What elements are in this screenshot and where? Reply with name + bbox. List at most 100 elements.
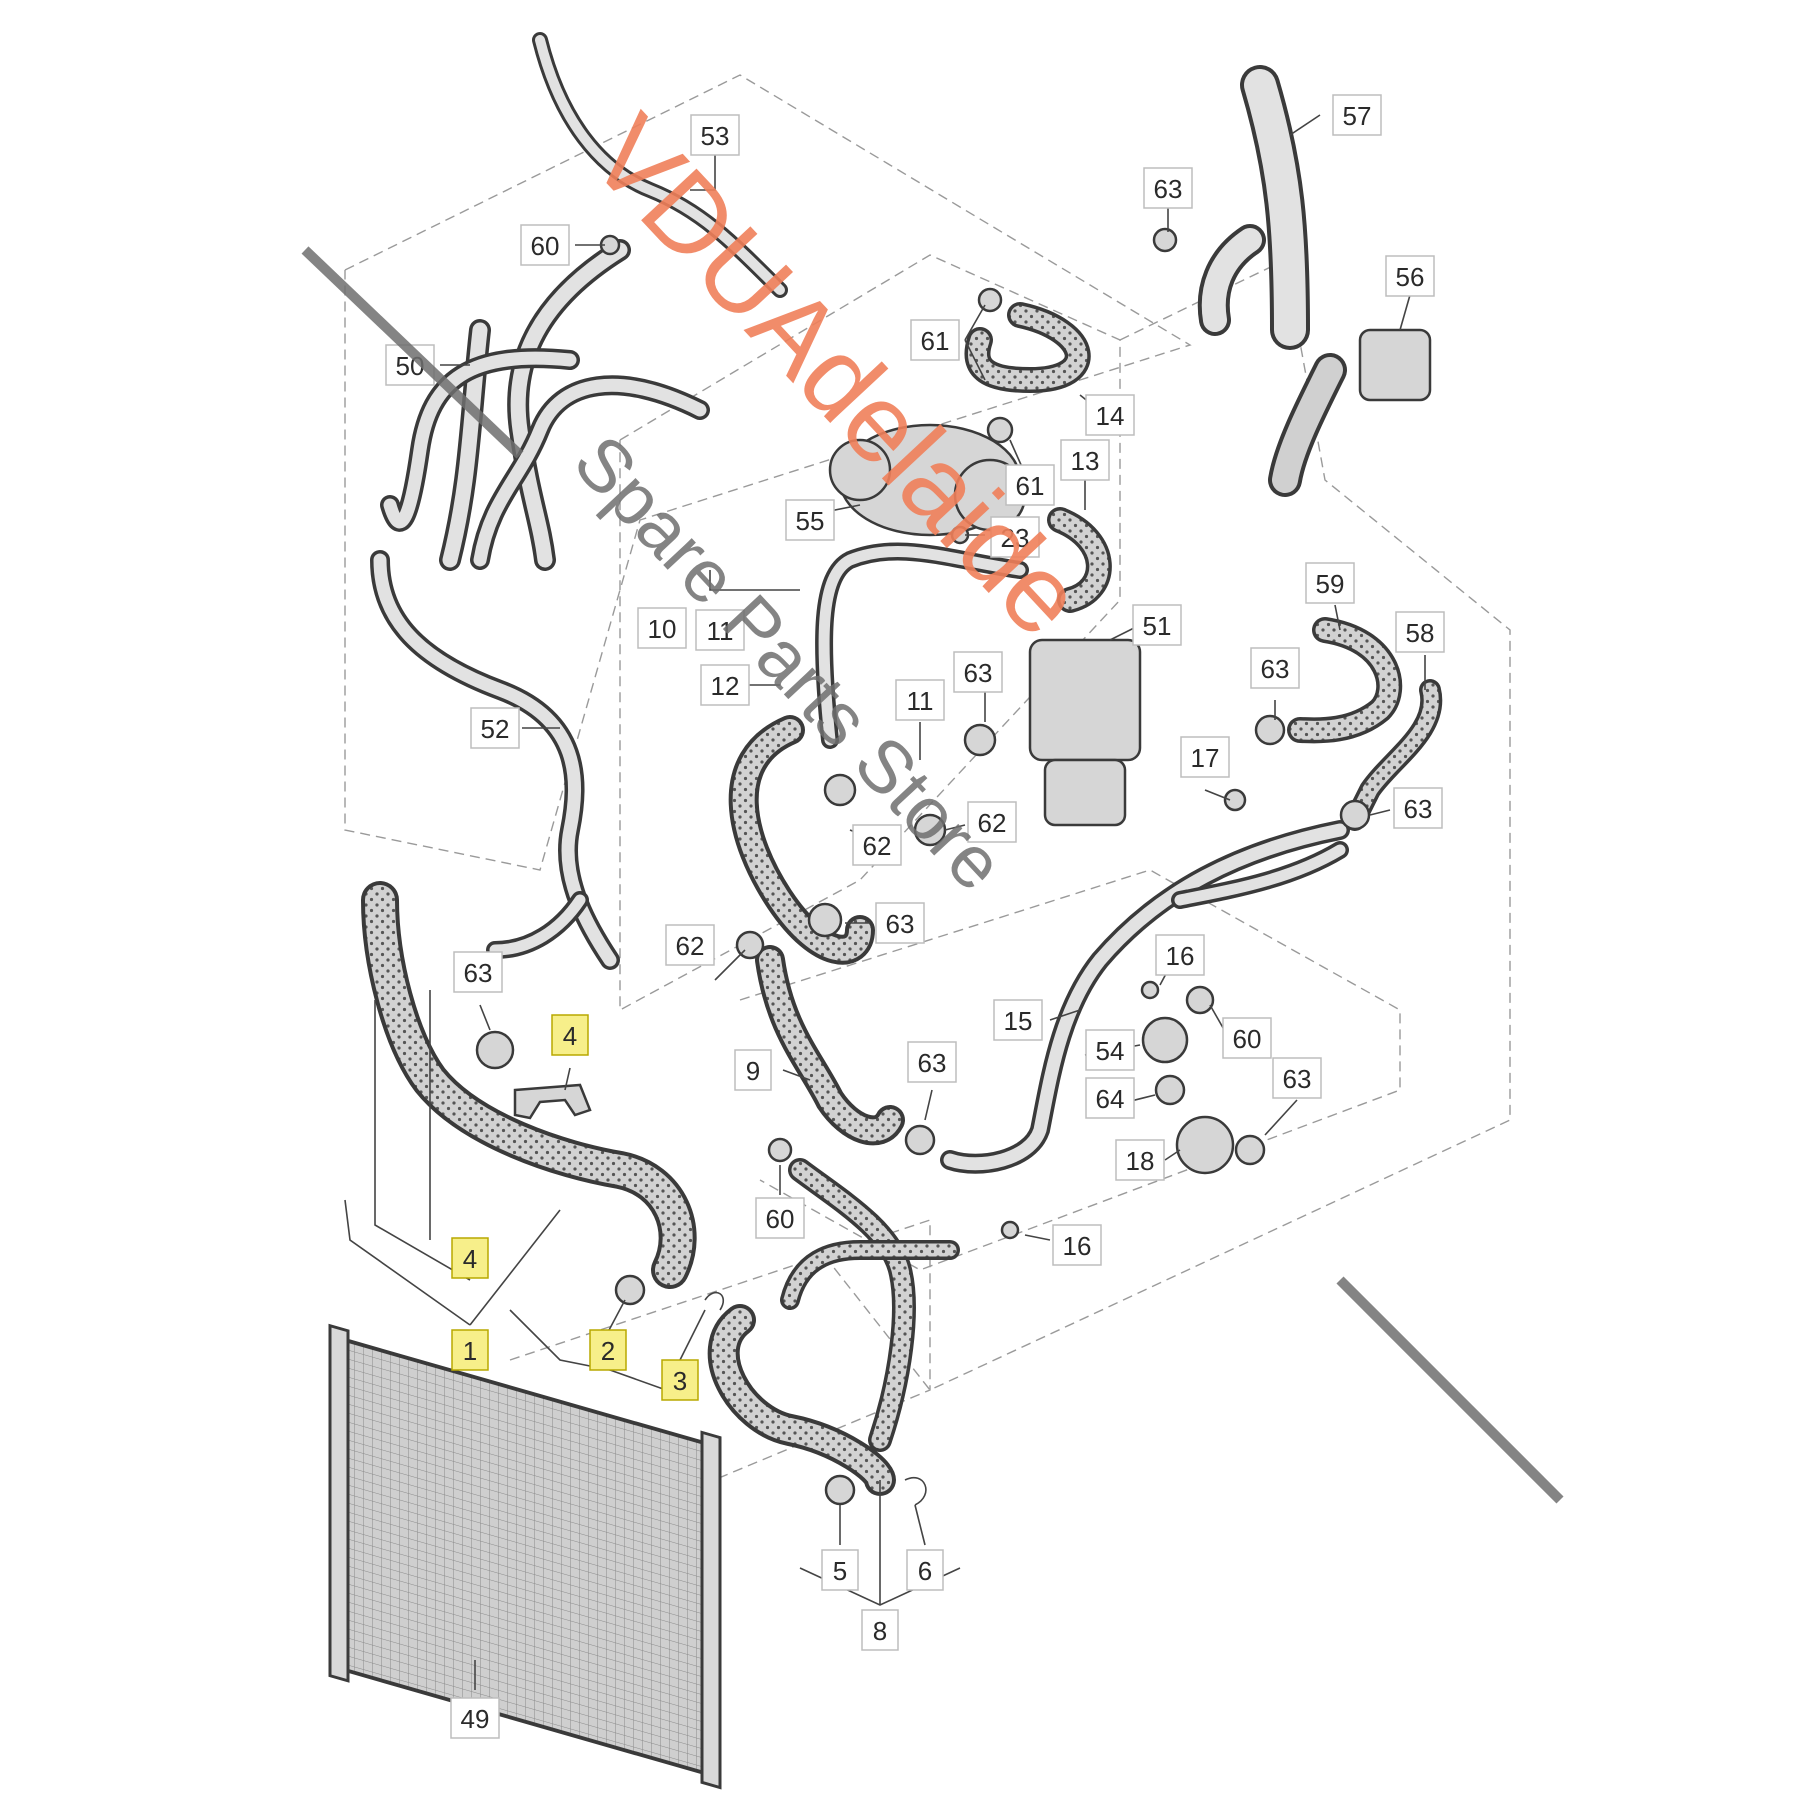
callout-number: 10 bbox=[648, 614, 677, 644]
callout-c57: 57 bbox=[1332, 94, 1382, 136]
clamp-60-c bbox=[767, 1137, 793, 1163]
callout-box bbox=[875, 902, 925, 944]
callout-number: 61 bbox=[1016, 471, 1045, 501]
callout-box bbox=[661, 1359, 699, 1401]
callout-box bbox=[910, 319, 960, 361]
callout-number: 56 bbox=[1396, 262, 1425, 292]
callout-box bbox=[1305, 562, 1355, 604]
callout-number: 60 bbox=[531, 231, 560, 261]
callout-box bbox=[450, 1697, 500, 1739]
callout-box bbox=[589, 1329, 627, 1371]
callout-number: 23 bbox=[1001, 523, 1030, 553]
callout-c11b: 11 bbox=[895, 679, 945, 721]
callout-box bbox=[1180, 736, 1230, 778]
callout-c64: 64 bbox=[1085, 1077, 1135, 1119]
callout-box bbox=[1052, 1224, 1102, 1266]
callout-number: 63 bbox=[918, 1048, 947, 1078]
callout-box bbox=[1222, 1017, 1272, 1059]
callout-c63b: 63 bbox=[1143, 167, 1193, 209]
callout-number: 59 bbox=[1316, 569, 1345, 599]
oil-cooler-51 bbox=[1028, 638, 1142, 762]
callout-c55: 55 bbox=[785, 499, 835, 541]
callout-number: 17 bbox=[1191, 743, 1220, 773]
callout-c62c: 62 bbox=[665, 924, 715, 966]
callout-c12: 12 bbox=[700, 664, 750, 706]
callout-number: 64 bbox=[1096, 1084, 1125, 1114]
clamp-63-b bbox=[1152, 227, 1178, 253]
clamp-63-f bbox=[1339, 799, 1371, 831]
callout-number: 55 bbox=[796, 506, 825, 536]
clamp-63-left bbox=[475, 1030, 515, 1070]
clamp-60-b bbox=[1185, 985, 1215, 1015]
callout-box bbox=[1005, 464, 1055, 506]
callout-number: 3 bbox=[673, 1366, 687, 1396]
callout-box bbox=[700, 664, 750, 706]
callout-c16a: 16 bbox=[1155, 934, 1205, 976]
callout-number: 52 bbox=[481, 714, 510, 744]
callout-box bbox=[451, 1329, 489, 1371]
callout-c23: 23 bbox=[990, 516, 1040, 558]
callout-c58: 58 bbox=[1395, 611, 1445, 653]
clamp-63-e bbox=[1254, 714, 1286, 746]
clip-6 bbox=[904, 1477, 927, 1506]
callout-box bbox=[821, 1549, 859, 1591]
callout-c60b: 60 bbox=[1222, 1017, 1272, 1059]
callout-c60c: 60 bbox=[755, 1197, 805, 1239]
callout-c62b: 62 bbox=[967, 801, 1017, 843]
callout-box bbox=[1085, 394, 1135, 436]
callout-c56: 56 bbox=[1385, 255, 1435, 297]
callout-number: 51 bbox=[1143, 611, 1172, 641]
callout-c13: 13 bbox=[1060, 439, 1110, 481]
callout-number: 63 bbox=[1261, 654, 1290, 684]
callout-number: 11 bbox=[907, 686, 934, 716]
bolt-16a bbox=[1140, 980, 1160, 1000]
callout-c61a: 61 bbox=[910, 319, 960, 361]
o-ring-2 bbox=[614, 1274, 646, 1306]
callout-c2: 2 bbox=[589, 1329, 627, 1371]
callout-box bbox=[1060, 439, 1110, 481]
callout-c8: 8 bbox=[861, 1609, 899, 1651]
outline-middle bbox=[619, 254, 1121, 1012]
callout-number: 13 bbox=[1071, 446, 1100, 476]
callout-c61b: 61 bbox=[1005, 464, 1055, 506]
callout-c63d: 63 bbox=[1393, 787, 1443, 829]
callout-number: 8 bbox=[873, 1616, 887, 1646]
callout-box bbox=[1395, 611, 1445, 653]
callout-box bbox=[906, 1549, 944, 1591]
callout-box bbox=[637, 607, 687, 649]
clamp-63-d bbox=[963, 723, 997, 757]
callout-box bbox=[1250, 647, 1300, 689]
callout-c17: 17 bbox=[1180, 736, 1230, 778]
valve-54 bbox=[1141, 1016, 1189, 1064]
callout-c63f: 63 bbox=[1272, 1057, 1322, 1099]
callout-number: 62 bbox=[676, 931, 705, 961]
callout-c63h: 63 bbox=[453, 951, 503, 993]
bracket-4 bbox=[513, 1083, 592, 1120]
callout-box bbox=[520, 224, 570, 266]
callout-number: 18 bbox=[1126, 1146, 1155, 1176]
callout-number: 14 bbox=[1096, 401, 1125, 431]
clamp-62-c bbox=[823, 773, 857, 807]
o-ring-5 bbox=[824, 1474, 856, 1506]
flange-56 bbox=[1358, 328, 1432, 402]
callout-c10: 10 bbox=[637, 607, 687, 649]
callout-number: 1 bbox=[463, 1336, 477, 1366]
callout-c63e: 63 bbox=[875, 902, 925, 944]
clamp-63-h bbox=[1234, 1134, 1266, 1166]
callout-number: 58 bbox=[1406, 618, 1435, 648]
callout-box bbox=[967, 801, 1017, 843]
callout-c6: 6 bbox=[906, 1549, 944, 1591]
callout-c52: 52 bbox=[470, 707, 520, 749]
callout-c4a: 4 bbox=[551, 1014, 589, 1056]
callout-box bbox=[1272, 1057, 1322, 1099]
callout-number: 16 bbox=[1166, 941, 1195, 971]
callout-c54: 54 bbox=[1085, 1029, 1135, 1071]
callout-c49: 49 bbox=[450, 1697, 500, 1739]
clamp-63-center bbox=[807, 902, 843, 938]
callout-box bbox=[451, 1237, 489, 1279]
callout-box bbox=[785, 499, 835, 541]
callout-c16b: 16 bbox=[1052, 1224, 1102, 1266]
callout-box bbox=[551, 1014, 589, 1056]
